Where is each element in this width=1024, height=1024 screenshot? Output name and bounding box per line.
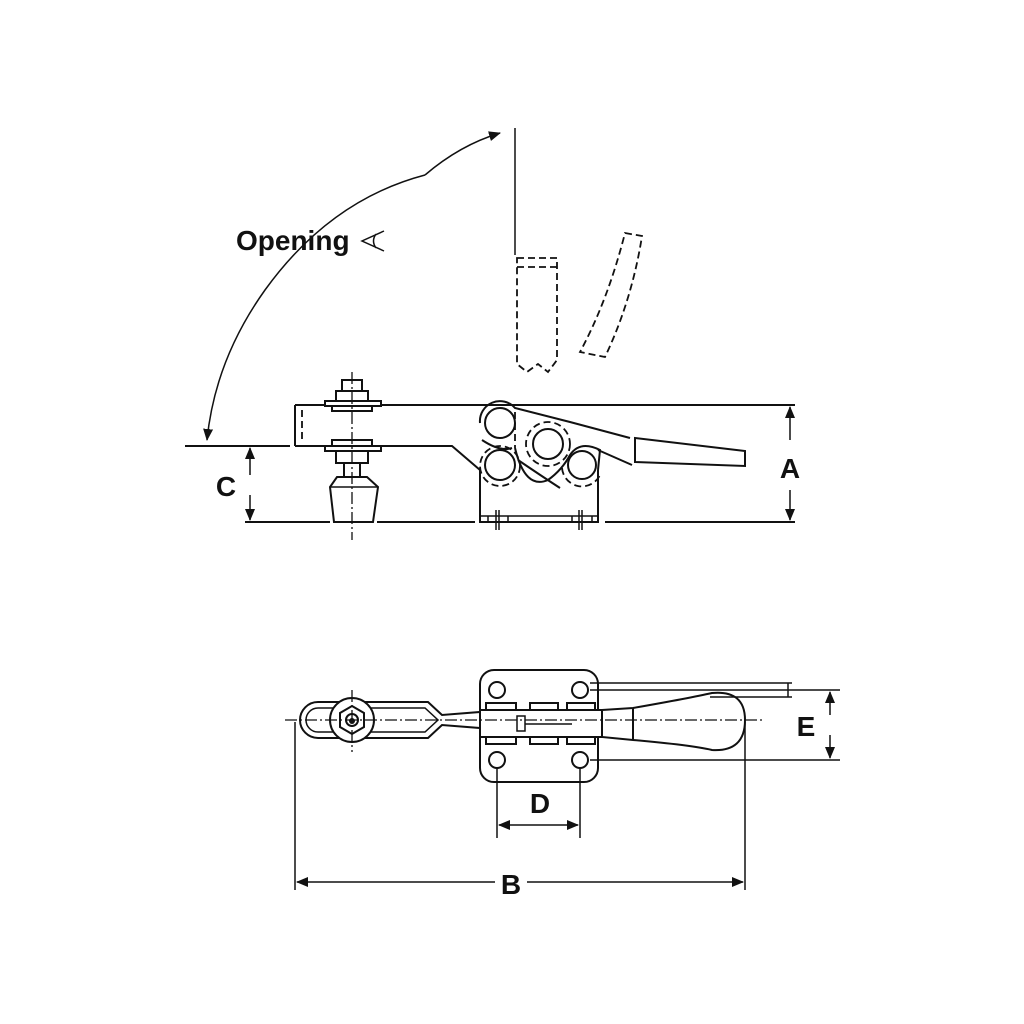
top-view: E D B: [285, 669, 840, 900]
dimension-b-label: B: [501, 869, 521, 900]
dimension-a-label: A: [780, 453, 800, 484]
open-arm-phantom: [516, 257, 558, 374]
opening-arc: [424, 131, 501, 176]
dimension-c-label: C: [216, 471, 236, 502]
side-view: Opening: [185, 128, 800, 540]
spindle-tip: [328, 476, 380, 523]
open-handle-phantom: [578, 231, 644, 359]
dimension-e-label: E: [797, 711, 816, 742]
opening-label: Opening: [236, 225, 350, 256]
angle-icon: [360, 230, 385, 252]
dimension-d-label: D: [530, 788, 550, 819]
handle-grip-side: [634, 436, 746, 468]
handle-grip-top: [601, 691, 747, 752]
